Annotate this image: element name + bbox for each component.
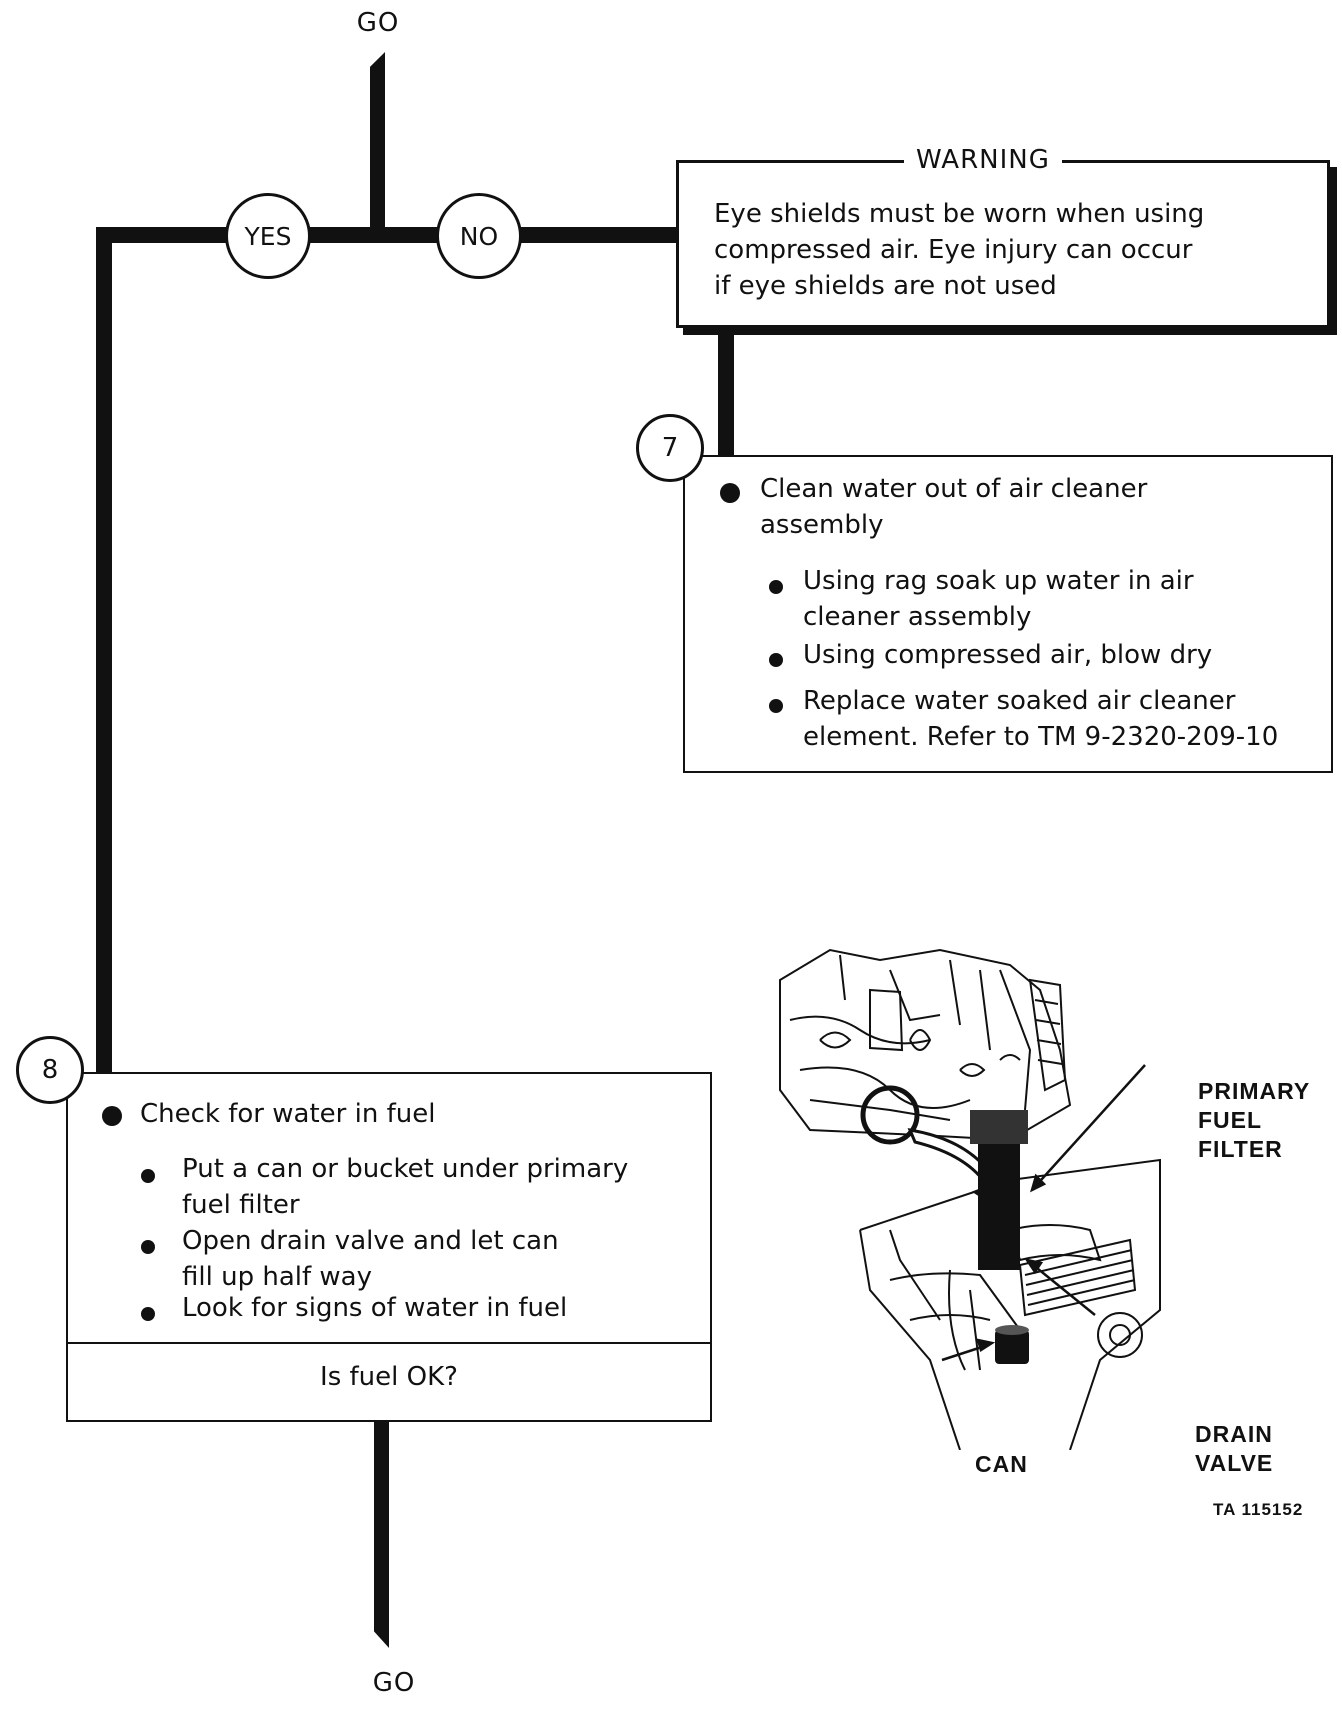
step7-number-circle: 7 [636,414,704,482]
yes-decision-circle: YES [225,193,311,279]
step8-sub-line: Put a can or bucket under primary [182,1154,629,1184]
engine-illustration [779,948,1161,1450]
step7-sub-bullet [769,653,783,667]
label-line: PRIMARY [1198,1078,1311,1104]
step8-sub-line: Look for signs of water in fuel [182,1293,568,1323]
step7-sub-text: Using rag soak up water in air cleaner a… [803,563,1194,635]
warning-text: Eye shields must be worn when using comp… [714,196,1204,304]
step7-sub-line: Replace water soaked air cleaner [803,686,1236,716]
step7-sub-bullet [769,580,783,594]
step8-sub-bullet [141,1307,155,1321]
step7-number: 7 [661,433,679,463]
step8-main-bullet [102,1106,122,1126]
step8-sub-line: fill up half way [182,1262,372,1292]
step7-sub-bullet [769,699,783,713]
flow-line-horizontal [96,227,688,243]
engine-overview-drawing [779,948,1072,1142]
warning-line: Eye shields must be worn when using [714,199,1205,229]
yes-label: YES [244,221,292,251]
step8-number: 8 [41,1055,59,1085]
warning-title: WARNING [904,145,1062,175]
step8-sub-text: Look for signs of water in fuel [182,1290,567,1326]
label-line: DRAIN [1195,1421,1273,1447]
fuel-filter-head [970,1110,1028,1144]
figure-caption: TA 115152 [1213,1500,1304,1519]
can-top [995,1325,1029,1335]
fuel-filter-body [978,1140,1020,1270]
step8-sub-bullet [141,1240,155,1254]
label-line: FILTER [1198,1136,1283,1162]
step8-box: Check for water in fuel Put a can or buc… [66,1072,712,1422]
label-line: VALVE [1195,1450,1274,1476]
can-label: CAN [975,1451,1028,1477]
step8-sub-line: fuel filter [182,1190,300,1220]
step7-box: Clean water out of air cleaner assembly … [683,455,1333,773]
detail-callout-circle [860,1085,920,1145]
step8-sub-bullet [141,1169,155,1183]
flow-line-left-vertical [96,227,112,1075]
step7-sub-line: cleaner assembly [803,602,1032,632]
warning-line: compressed air. Eye injury can occur [714,235,1193,265]
step8-main-text: Check for water in fuel [140,1099,436,1129]
step7-sub-line: Using compressed air, blow dry [803,640,1213,670]
primary-fuel-filter-label: PRIMARY FUEL FILTER [1198,1077,1310,1164]
flow-line-bottom [374,1410,389,1648]
go-label-bottom: GO [372,1668,416,1698]
no-decision-circle: NO [436,193,522,279]
drain-valve-label: DRAIN VALVE [1195,1420,1273,1478]
step8-divider [68,1342,710,1344]
label-line: FUEL [1198,1107,1263,1133]
can-shape [995,1330,1029,1364]
step7-main-text: Clean water out of air cleaner assembly [760,471,1147,543]
step8-question: Is fuel OK? [320,1362,458,1392]
step7-main-line: Clean water out of air cleaner [760,474,1148,504]
step8-sub-line: Open drain valve and let can [182,1226,559,1256]
step7-sub-text: Replace water soaked air cleaner element… [803,683,1278,755]
step8-sub-text: Put a can or bucket under primary fuel f… [182,1151,628,1223]
warning-line: if eye shields are not used [714,271,1057,301]
go-label-top: GO [356,8,400,38]
step7-sub-text: Using compressed air, blow dry [803,637,1212,673]
flow-line-top [370,52,385,238]
leader-lines [941,1064,1146,1362]
step8-sub-text: Open drain valve and let can fill up hal… [182,1223,559,1295]
step7-main-bullet [720,483,740,503]
step7-sub-line: Using rag soak up water in air [803,566,1194,596]
step7-main-line: assembly [760,510,884,540]
step7-sub-line: element. Refer to TM 9-2320-209-10 [803,722,1279,752]
flow-line-warning-to-step7 [718,330,734,462]
warning-box: WARNING Eye shields must be worn when us… [676,145,1330,328]
no-label: NO [459,221,499,251]
step8-number-circle: 8 [16,1036,84,1104]
